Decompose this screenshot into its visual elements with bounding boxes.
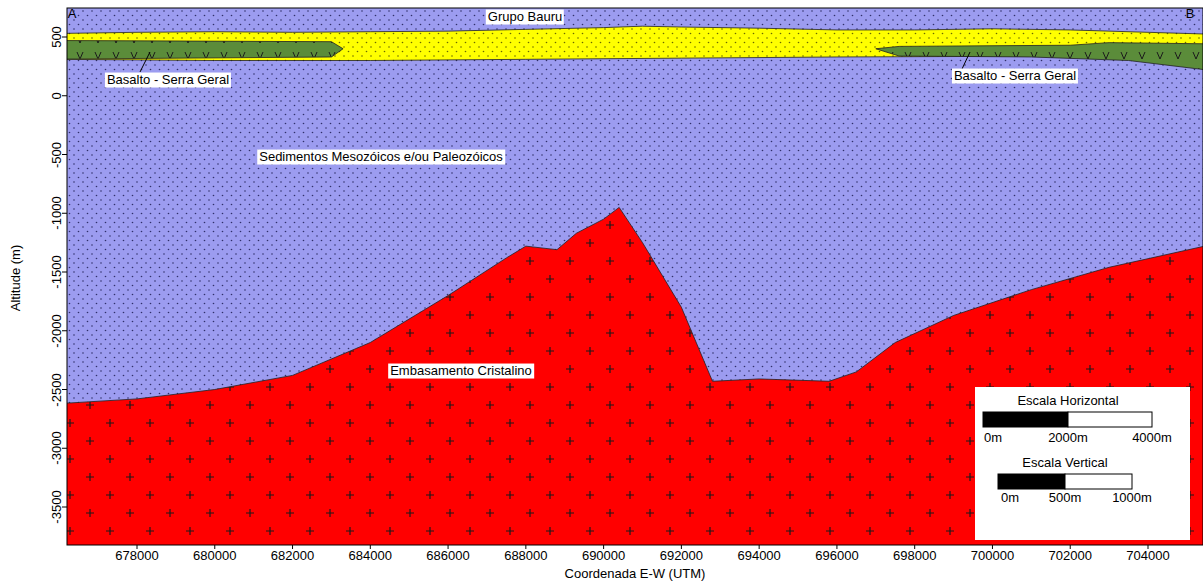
axis-title: Coordenada E-W (UTM) (565, 567, 706, 582)
scale-bar (998, 474, 1065, 489)
scale-box: Escala Horizontal 0m 2000m 4000mEscala Vert… (975, 387, 1190, 540)
scale-value: 0m (984, 431, 1002, 446)
layer-label: Embasamento Cristalino (388, 364, 534, 379)
plot-frame (67, 8, 1203, 545)
scale-title: Escala Horizontal (1017, 394, 1118, 409)
x-tick-label: 682000 (271, 549, 314, 564)
y-tick-label: 500 (50, 26, 65, 48)
section-end-label: A (68, 7, 77, 22)
x-tick-label: 686000 (426, 549, 469, 564)
x-tick-label: 684000 (349, 549, 392, 564)
y-tick-label: 0 (50, 92, 65, 99)
scale-value: 0m (1001, 491, 1019, 506)
x-tick-label: 680000 (193, 549, 236, 564)
leader-line (962, 52, 970, 69)
x-tick-label: 678000 (115, 549, 158, 564)
scale-value: 500m (1049, 491, 1082, 506)
y-tick-label: -3500 (50, 490, 65, 523)
scale-bar (983, 412, 1068, 427)
layer-label: Sedimentos Mesozóicos e/ou Paleozóicos (257, 150, 505, 165)
x-tick-label: 690000 (582, 549, 625, 564)
scale-value: 1000m (1112, 491, 1152, 506)
y-tick-label: -3000 (50, 432, 65, 465)
scale-title: Escala Vertical (1022, 456, 1107, 471)
x-tick-label: 692000 (660, 549, 703, 564)
basement-layer (67, 207, 1203, 545)
y-tick-label: -1000 (50, 197, 65, 230)
x-tick-label: 700000 (971, 549, 1014, 564)
scale-bar (1065, 474, 1132, 489)
y-tick-label: -500 (50, 141, 65, 167)
leader-line (140, 52, 150, 72)
basalt-layer (67, 41, 343, 60)
scale-value: 2000m (1048, 431, 1088, 446)
scale-bar (1068, 412, 1152, 427)
x-tick-label: 704000 (1126, 549, 1169, 564)
y-tick-label: -1500 (50, 255, 65, 288)
x-tick-label: 694000 (737, 549, 780, 564)
sediment-layer (67, 8, 1203, 545)
x-tick-label: 696000 (815, 549, 858, 564)
y-tick-label: -2500 (50, 373, 65, 406)
scale-value: 4000m (1132, 431, 1172, 446)
y-tick-label: -2000 (50, 314, 65, 347)
x-tick-label: 688000 (504, 549, 547, 564)
section-end-label: B (1186, 7, 1195, 22)
layer-label: Basalto - Serra Geral (105, 73, 231, 88)
layer-label: Basalto - Serra Geral (952, 69, 1078, 84)
axis-title: Altitude (m) (9, 245, 24, 311)
x-tick-label: 698000 (893, 549, 936, 564)
layer-label: Grupo Bauru (486, 10, 564, 25)
x-tick-label: 702000 (1049, 549, 1092, 564)
